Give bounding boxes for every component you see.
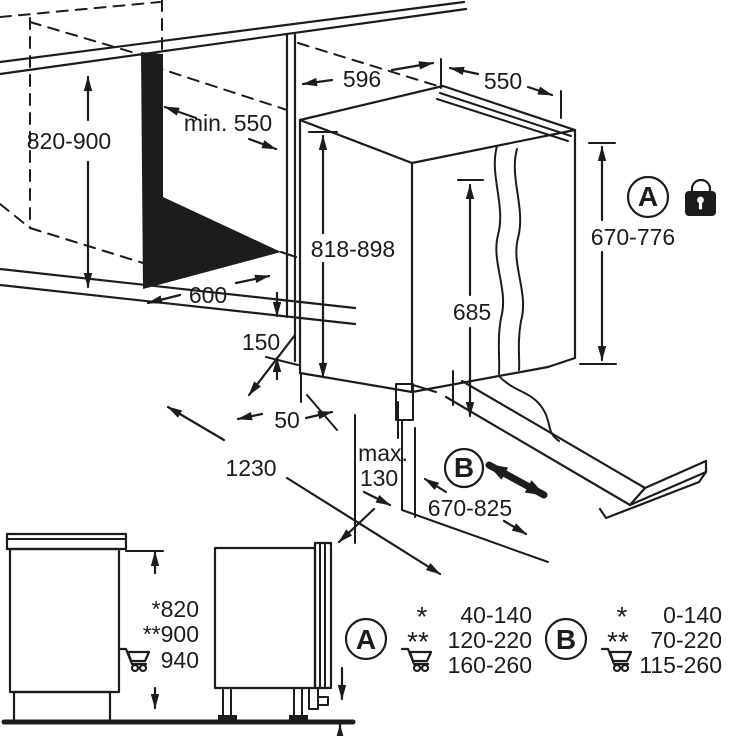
dim-plinth-height: 150 [242,329,280,355]
legend-a-value-1: 40-140 [460,602,532,628]
dim-kick-range: 670-825 [428,495,512,521]
badge-b: B [443,447,548,499]
legend-b-label: B [556,624,576,655]
dim-max-label: max. [358,440,408,466]
niche-cabinet [0,0,468,363]
dim-side-height: 670-776 [591,224,675,250]
badge-a-label: A [638,181,658,212]
dim-niche-depth: min. 550 [184,110,272,136]
legend-a-double-star: ** [407,626,429,657]
side-height-star: *820 [152,596,199,622]
side-height-cart: 940 [161,647,199,673]
dishwasher-isometric [298,84,708,520]
badge-a: A [626,175,670,219]
dim-clearance: 1230 [225,455,276,481]
door-wave-left [493,145,505,375]
legend-a-label: A [356,624,376,655]
dim-niche-height: 820-900 [27,128,111,154]
legend-a-value-2: 120-220 [448,627,532,653]
door-wave-right [513,148,525,371]
dim-max-value: 130 [360,465,398,491]
legend-b-value-1: 0-140 [663,602,722,628]
legend-b-star: * [617,601,628,632]
toe-kick-board [444,375,708,520]
dim-niche-width: 600 [189,282,227,308]
legend-b-value-3: 115-260 [639,652,722,678]
dim-width-596: 596 [343,66,381,92]
dimension-annotations [83,58,617,576]
legend-a-star: * [417,601,428,632]
slide-direction-arrow [485,461,548,499]
legend-a: A * ** 40-140 120-220 160-260 [344,601,532,678]
dim-adjust-height: 818-898 [311,236,395,262]
lock-icon [685,178,716,216]
side-height-double-star: **900 [143,621,199,647]
dim-door-height: 685 [453,299,491,325]
cart-icon-side [118,647,151,673]
legend-b-double-star: ** [607,626,629,657]
legend-b: B * ** 0-140 70-220 115-260 [544,601,722,678]
legend-b-value-2: 70-220 [650,627,722,653]
dim-depth-550: 550 [484,68,522,94]
dim-recess: 50 [274,407,300,433]
legend-a-value-3: 160-260 [448,652,532,678]
niche-side-panel [141,52,281,289]
badge-b-label: B [454,452,474,483]
side-view-drawings [1,532,356,736]
